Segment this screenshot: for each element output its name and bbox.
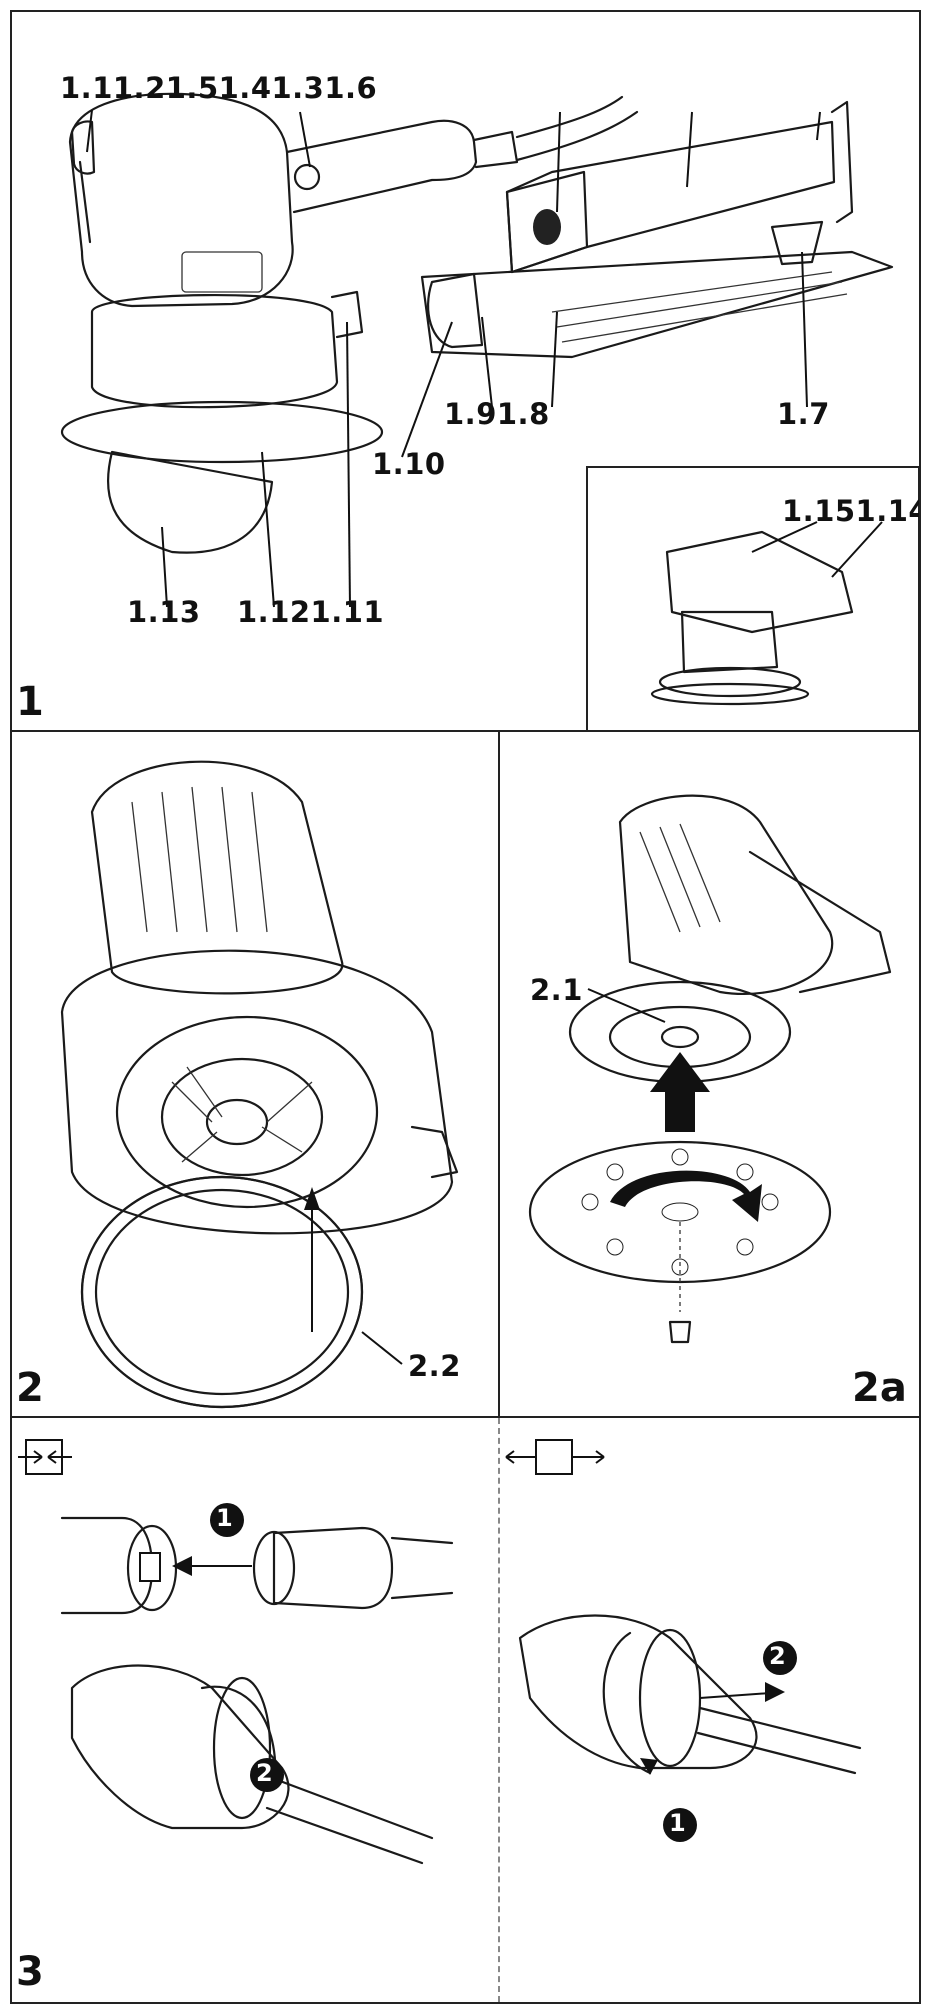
figure-3-connect-drawing xyxy=(18,1439,454,1865)
label-2a-spindle: 2.1 xyxy=(530,973,583,1007)
figure-2-number: 2 xyxy=(16,1365,44,1411)
label-1-top-group: 1.11.21.51.41.31.6 xyxy=(60,71,378,105)
label-2-ring: 2.2 xyxy=(408,1349,461,1383)
figure-2-panel: 2.2 2 xyxy=(12,732,500,1418)
figure-3-right-step-1-badge: 1 xyxy=(669,1809,686,1837)
figure-3-right-panel: 2 1 xyxy=(500,1418,919,2002)
figure-1-leaders xyxy=(86,109,821,608)
figure-2a-panel: 2.1 2a xyxy=(500,732,919,1418)
figure-3-step-2-badge: 2 xyxy=(256,1759,273,1787)
figure-3-disconnect-drawing xyxy=(505,1439,862,1842)
dust-box-illustration xyxy=(420,100,894,359)
connect-arrows-icon xyxy=(18,1439,72,1475)
figure-2-drawing xyxy=(60,760,459,1409)
figure-1-drawing xyxy=(60,92,919,730)
label-1-clip: 1.10 xyxy=(372,447,446,481)
label-1-latch: 1.91.8 xyxy=(444,397,550,431)
label-1-base: 1.121.11 xyxy=(237,595,385,629)
figure-3-step-1-badge: 1 xyxy=(216,1504,233,1532)
figure-2a-number: 2a xyxy=(852,1365,907,1411)
inset-sander-illustration xyxy=(650,521,883,706)
figure-3-right-step-2-badge: 2 xyxy=(769,1642,786,1670)
disconnect-arrows-icon xyxy=(505,1439,605,1475)
label-1-inset: 1.151.14 xyxy=(782,494,919,528)
figure-3-number: 3 xyxy=(16,1949,44,1995)
figure-1-number: 1 xyxy=(16,679,44,725)
sander-illustration xyxy=(60,92,639,554)
figure-3-left-panel: 1 2 3 xyxy=(12,1418,500,2002)
instruction-sheet: 1.11.21.51.41.31.6 1.10 1.91.8 1.7 1.13 … xyxy=(10,10,921,2004)
figure-1-panel: 1.11.21.51.41.31.6 1.10 1.91.8 1.7 1.13 … xyxy=(12,12,919,732)
label-1-pad: 1.13 xyxy=(127,595,201,629)
figure-2a-drawing xyxy=(528,794,892,1344)
label-1-filter-corner: 1.7 xyxy=(777,397,830,431)
